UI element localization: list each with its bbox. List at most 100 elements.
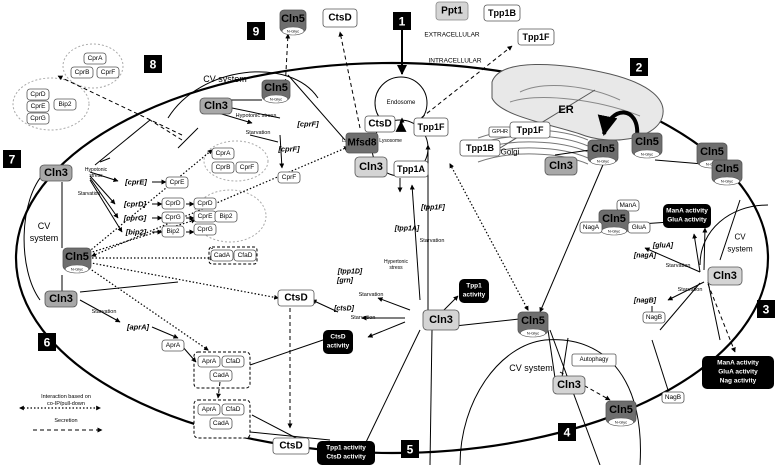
bip2-box-c: Bip2 (214, 210, 238, 223)
cprb-box-label: CprB (216, 164, 231, 171)
cada-box-b: CadA (209, 369, 233, 382)
cprd-box-c-label: CprD (197, 200, 212, 207)
legend-interaction-label: Interaction based on (41, 394, 91, 400)
gene-label: [cprF] (277, 145, 300, 154)
cpra-box-label: CprA (216, 150, 231, 157)
condition-label: Starvation (420, 238, 445, 244)
cln3-lysosome: Cln3 (354, 156, 388, 178)
cv-system-bottom-label: CV system (509, 363, 553, 373)
cpre-box-c: CprE (193, 210, 217, 223)
ppt1-node: Ppt1 (435, 1, 469, 21)
condition-label: stress (89, 173, 103, 179)
cfad-box-c-label: CfaD (226, 406, 241, 413)
mfsd8-node-label: Mfsd8 (348, 138, 377, 149)
system-right-label: system (727, 245, 753, 254)
tpp1a-lysosome-label: Tpp1A (397, 164, 425, 174)
cprg-box-c: CprG (193, 223, 217, 236)
condition-label: stress (389, 265, 403, 271)
cprg-box-b: CprG (161, 211, 185, 224)
ctsd-secreted-bottom: CtsD (272, 437, 310, 455)
nagb-box-b-label: NagB (665, 394, 681, 401)
panel-number: 5 (401, 440, 419, 458)
legend-secretion-label: Secretion (54, 418, 77, 424)
activity-label: CtsD activity (326, 454, 366, 461)
activity-label: Nag activity (720, 378, 757, 385)
autophagy-box: Autophagy (571, 353, 617, 367)
panel-number: 2 (630, 58, 648, 76)
autophagy-box-label: Autophagy (580, 357, 609, 363)
n-glyc-label: N-Glyc (641, 152, 653, 157)
cprg-box-a-label: CprG (30, 115, 46, 122)
mfsd8-node: Mfsd8 (345, 132, 379, 154)
gene-label: [nagA] (633, 253, 657, 260)
cpra-box: CprA (211, 147, 235, 160)
cpra-box-top: CprA (83, 52, 107, 65)
gene-label: [ctsD] (333, 306, 355, 313)
nagb-box-b: NagB (661, 391, 685, 404)
tpp1b-golgi-label: Tpp1B (466, 143, 494, 153)
gene-label: [grn] (336, 278, 354, 285)
extracellular-label: EXTRACELLULAR (424, 32, 480, 39)
cprb-box-top: CprB (70, 66, 94, 79)
panel-number-label: 3 (763, 303, 770, 317)
cln3-center: Cln3 (422, 309, 460, 331)
tpp1b-golgi: Tpp1B (459, 139, 501, 157)
gene-label: [tpp1A] (394, 226, 420, 233)
cln3-cv-top: Cln3 (199, 97, 233, 115)
apra-box-c: AprA (197, 403, 221, 416)
cln5-secreted-right-b-label: Cln5 (715, 163, 739, 175)
panel-number: 6 (38, 333, 56, 351)
cpre-box-b-label: CprE (170, 179, 185, 186)
condition-label: Starvation (666, 263, 691, 269)
cprd-box-c: CprD (193, 197, 217, 210)
cv-system-label: CV system (203, 74, 247, 84)
apra-box-c-label: AprA (202, 406, 217, 413)
ctsd-secreted-top-label: CtsD (328, 13, 351, 24)
panel-number-label: 4 (564, 426, 571, 440)
condition-label: Starvation (359, 292, 384, 298)
n-glyc-label: N-Glyc (608, 229, 620, 234)
panel-number: 1 (393, 12, 411, 30)
activity-label: GluA activity (667, 217, 707, 224)
activity-label: activity (463, 292, 486, 299)
cprdeg-group-a (12, 77, 90, 131)
apra-box-a: AprA (161, 339, 185, 352)
cada-box-b-label: CadA (213, 372, 230, 379)
n-glyc-label: N-Glyc (527, 331, 539, 336)
cln3-right-label: Cln3 (713, 270, 737, 282)
cln3-bottom: Cln3 (552, 375, 586, 395)
activity-box: CtsD activity (323, 330, 353, 354)
cprf-box-top-label: CprF (101, 69, 115, 76)
n-glyc-label: N-Glyc (597, 159, 609, 164)
gene-label: [tpp1D] (337, 269, 363, 276)
panel-number-label: 5 (407, 443, 414, 457)
ctsd-secreted-top: CtsD (322, 8, 358, 28)
cln3-lysosome-label: Cln3 (359, 161, 383, 173)
bip2-box-a-label: Bip2 (58, 101, 71, 108)
system-label: system (30, 233, 59, 243)
condition-label: Starvation (678, 287, 703, 293)
panel-number: 3 (757, 300, 775, 318)
ctsd-secreted-bottom-label: CtsD (279, 441, 302, 452)
cprd-box-b-label: CprD (165, 200, 180, 207)
cprd-box-b: CprD (161, 197, 185, 210)
cprg-box-b-label: CprG (165, 214, 181, 221)
condition-label: Starvation (92, 309, 117, 315)
condition-label: Starvation (351, 315, 376, 321)
activity-label: CtsD (330, 334, 345, 341)
endosome-label: Endosome (387, 100, 416, 106)
cfad-box-b-label: CfaD (226, 358, 241, 365)
cln5-er-b-label: Cln5 (635, 136, 659, 148)
cfad-box-c: CfaD (221, 403, 245, 416)
activity-label: Tpp1 (466, 283, 482, 290)
activity-label: activity (327, 343, 350, 350)
cprf-box: CprF (235, 161, 259, 174)
cln3-center-label: Cln3 (429, 314, 453, 326)
